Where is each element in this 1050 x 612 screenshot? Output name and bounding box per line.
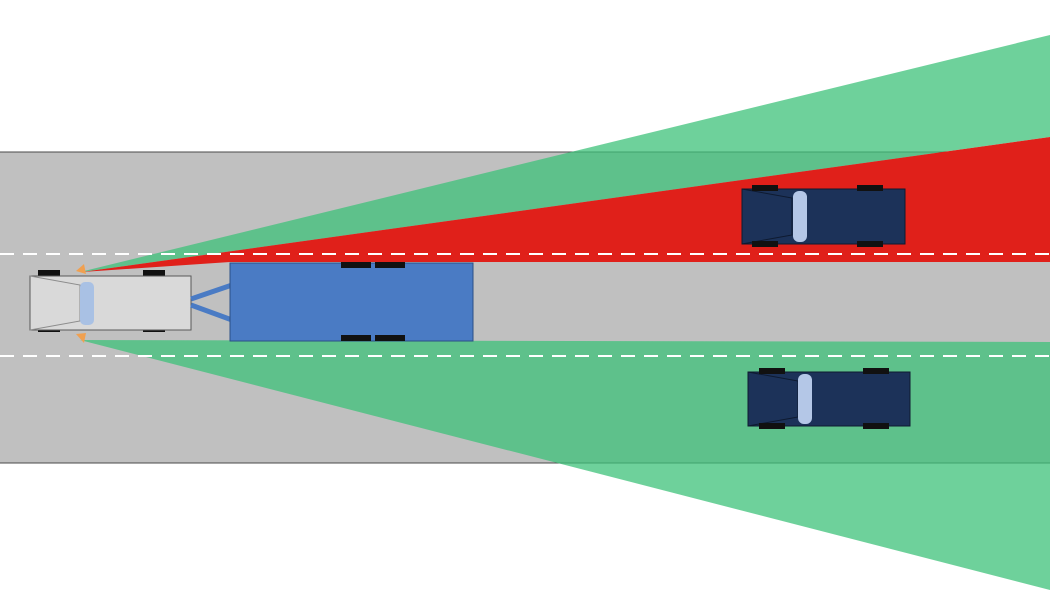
tire [38, 270, 60, 277]
tire [341, 335, 371, 341]
mirror-left [76, 264, 86, 274]
upper-mirror-view-zone [80, 35, 1050, 272]
trailer-body [229, 262, 474, 342]
car-body [747, 371, 911, 427]
windshield [798, 374, 812, 424]
tire [759, 423, 785, 428]
tire [759, 369, 785, 374]
hood-line [741, 188, 793, 245]
tire [143, 270, 165, 277]
mirror-right [76, 333, 86, 343]
tire [857, 241, 883, 246]
car-body [741, 188, 906, 245]
tire [857, 186, 883, 191]
car-upper-lane [741, 185, 906, 247]
tire [375, 335, 405, 341]
tire [752, 241, 778, 246]
towing-vehicle [29, 264, 192, 343]
hitch-bar [190, 302, 233, 323]
vehicle-body [29, 275, 192, 331]
car-lower-lane [747, 368, 911, 429]
tire [375, 262, 405, 268]
trailer [229, 262, 474, 342]
windshield [80, 282, 94, 325]
hitch-bar [190, 282, 233, 302]
tire [863, 423, 889, 428]
windshield [793, 191, 807, 242]
tire [341, 262, 371, 268]
trailer-hitch [190, 282, 233, 323]
tire [863, 369, 889, 374]
tire [752, 186, 778, 191]
